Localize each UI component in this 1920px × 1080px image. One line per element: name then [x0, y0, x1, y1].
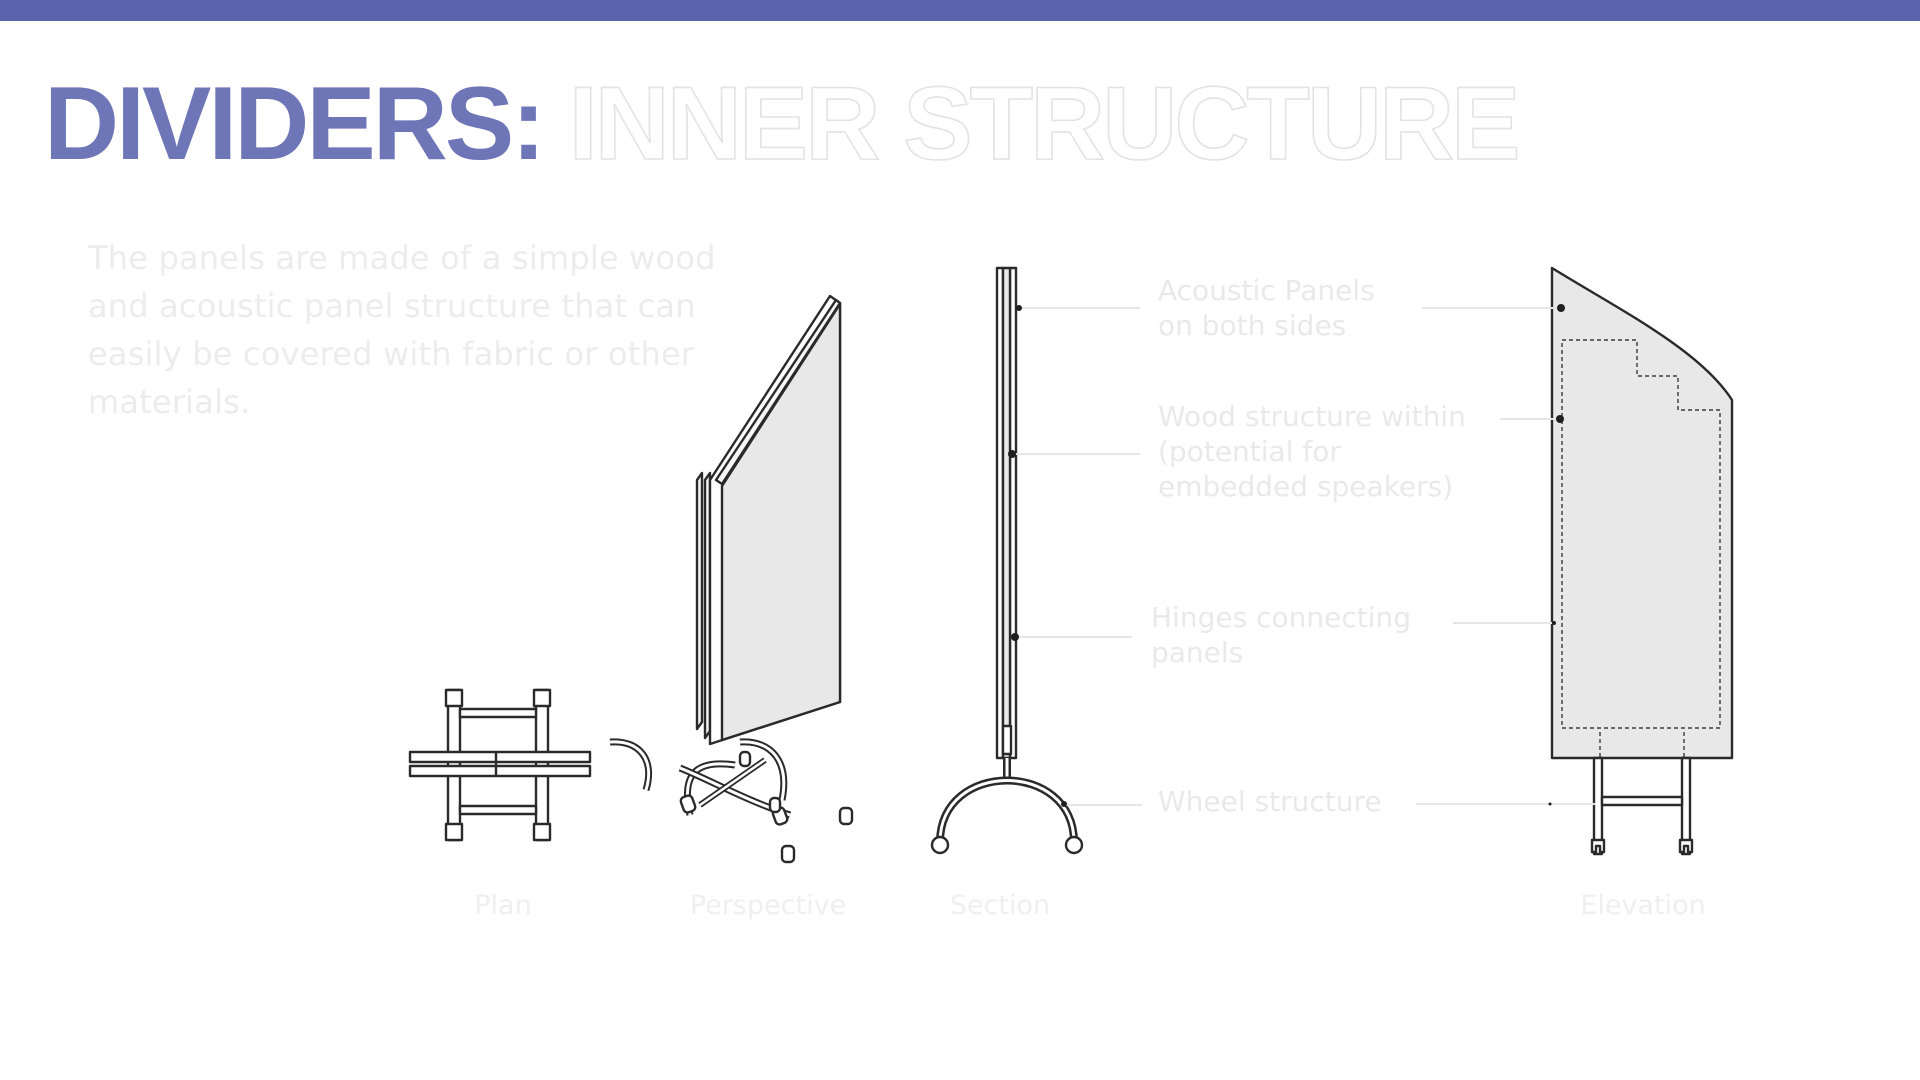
elevation-dots — [1548, 304, 1565, 806]
callout-line: Wheel structure — [1158, 785, 1382, 818]
callout-line: embedded speakers) — [1158, 470, 1454, 503]
callout-line: panels — [1151, 636, 1244, 669]
section-drawing — [930, 266, 1084, 855]
section-dots — [1008, 305, 1067, 807]
slide-title: DIVIDERS: INNER STRUCTURE — [44, 64, 1521, 184]
callout-hinges: Hinges connecting panels — [1151, 600, 1411, 670]
callout-line: (potential for — [1158, 435, 1341, 468]
callout-line: Wood structure within — [1158, 400, 1466, 433]
callout-wood-structure: Wood structure within (potential for emb… — [1158, 399, 1466, 504]
plan-drawing — [408, 688, 592, 842]
callout-line: on both sides — [1158, 309, 1347, 342]
caption-perspective: Perspective — [689, 890, 847, 921]
description-text: The panels are made of a simple wood and… — [88, 239, 716, 421]
caption-plan: Plan — [474, 890, 532, 921]
elevation-drawing — [1550, 266, 1734, 856]
section-leaders — [1012, 307, 1142, 806]
accent-bar — [0, 0, 1920, 21]
caption-elevation: Elevation — [1580, 890, 1706, 921]
callout-line: Acoustic Panels — [1158, 274, 1375, 307]
title-outline: INNER STRUCTURE — [542, 65, 1521, 183]
callout-wheel-structure: Wheel structure — [1158, 784, 1382, 819]
title-strong: DIVIDERS: — [44, 66, 546, 182]
perspective-drawing — [609, 294, 854, 864]
caption-section: Section — [949, 890, 1051, 921]
callout-line: Hinges connecting — [1151, 601, 1411, 634]
elevation-leaders — [1416, 307, 1596, 805]
callout-acoustic-panels: Acoustic Panels on both sides — [1158, 273, 1375, 343]
